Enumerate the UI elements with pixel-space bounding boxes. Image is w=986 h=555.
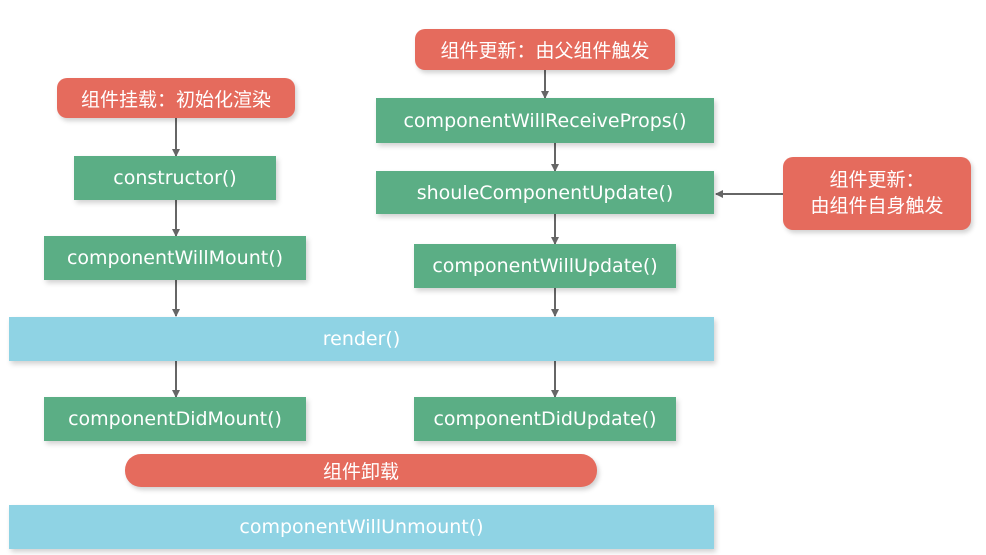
will-unmount-node: componentWillUnmount() bbox=[9, 505, 714, 549]
mount-trigger: 组件挂载：初始化渲染 bbox=[57, 78, 295, 118]
will-receive-props-node: componentWillReceiveProps() bbox=[376, 98, 714, 143]
constructor-node: constructor() bbox=[74, 156, 276, 200]
unmount-trigger: 组件卸载 bbox=[125, 454, 597, 487]
render-node: render() bbox=[9, 317, 714, 361]
will-mount-node: componentWillMount() bbox=[44, 236, 306, 280]
update-parent-trigger: 组件更新：由父组件触发 bbox=[415, 29, 675, 70]
should-update-node: shouleComponentUpdate() bbox=[376, 171, 714, 214]
did-mount-node: componentDidMount() bbox=[44, 397, 306, 441]
update-self-trigger: 组件更新： 由组件自身触发 bbox=[783, 157, 971, 230]
update-self-line2: 由组件自身触发 bbox=[810, 194, 944, 217]
update-self-line1: 组件更新： bbox=[829, 168, 925, 191]
did-update-node: componentDidUpdate() bbox=[414, 397, 676, 441]
will-update-node: componentWillUpdate() bbox=[414, 244, 676, 288]
